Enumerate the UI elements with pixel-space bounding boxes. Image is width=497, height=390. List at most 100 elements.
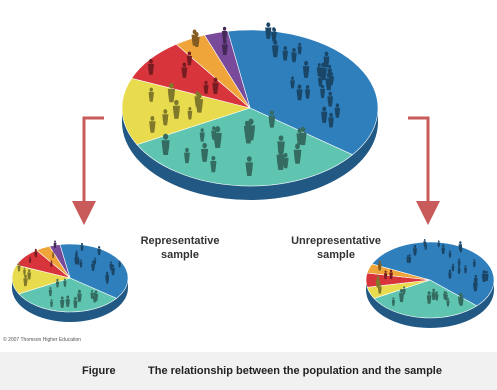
person-figure [402, 286, 406, 295]
representative-sample-pie [11, 240, 129, 322]
pie-slice-teal [373, 279, 478, 319]
person-figure [79, 259, 83, 268]
person-figure [27, 269, 32, 280]
person-figure [448, 269, 452, 279]
person-figure [109, 261, 113, 270]
person-figure [316, 63, 322, 77]
person-figure [149, 115, 156, 133]
person-figure [265, 22, 272, 39]
person-figure [74, 254, 78, 265]
person-figure [464, 265, 467, 274]
person-figure [296, 84, 303, 101]
figure-caption: Figure The relationship between the popu… [0, 352, 497, 390]
person-figure [167, 82, 176, 103]
person-figure [162, 109, 169, 126]
person-figure [458, 293, 464, 306]
person-figure [91, 260, 95, 271]
person-figure [431, 288, 436, 301]
person-figure [290, 76, 295, 89]
person-figure [50, 299, 54, 308]
person-figure [244, 121, 251, 138]
person-figure [272, 28, 277, 40]
person-figure [441, 244, 446, 254]
person-figure [320, 84, 326, 98]
person-figure [327, 91, 334, 107]
person-figure [203, 80, 209, 94]
person-figure [426, 291, 432, 304]
person-figure [73, 297, 78, 309]
person-figure [268, 110, 276, 128]
unrepresentative-sample-label: Unrepresentative sample [291, 235, 381, 261]
person-figure [118, 260, 121, 268]
person-figure [383, 270, 388, 280]
person-figure [446, 297, 450, 307]
person-figure [437, 240, 441, 248]
person-figure [97, 246, 101, 256]
person-figure [293, 143, 302, 164]
person-figure [23, 267, 26, 275]
pie-slice-purple [204, 30, 251, 109]
person-figure [51, 251, 55, 258]
person-figure [320, 62, 327, 80]
person-figure [221, 39, 228, 55]
person-figure [199, 128, 205, 142]
person-figure [186, 51, 193, 66]
person-figure [448, 250, 452, 258]
person-figure [105, 274, 110, 284]
person-figure [302, 60, 310, 78]
person-figure [212, 77, 219, 95]
person-figure [17, 263, 21, 272]
person-figure [457, 258, 461, 266]
person-figure [375, 276, 381, 288]
person-figure [474, 274, 478, 285]
person-figure [389, 269, 393, 279]
person-figure [325, 72, 333, 91]
pie-side [366, 280, 494, 328]
person-figure [282, 46, 288, 61]
person-figure [80, 242, 84, 252]
pie-slice-orange [366, 263, 431, 281]
person-figure [443, 290, 447, 300]
person-figure [77, 289, 82, 302]
person-figure [377, 260, 382, 271]
person-figure [34, 248, 38, 258]
person-figure [211, 126, 217, 140]
person-figure [412, 244, 417, 256]
person-figure [222, 26, 228, 41]
population-sample-diagram [11, 22, 495, 328]
pie-side [122, 108, 378, 200]
caption-text: The relationship between the population … [148, 365, 442, 377]
person-figure [48, 286, 53, 297]
representative-sample-label: Representative sample [140, 235, 220, 261]
person-figure [299, 126, 307, 146]
person-figure [63, 278, 67, 287]
person-figure [459, 245, 463, 253]
person-figure [245, 156, 254, 177]
arrow-right [408, 116, 440, 225]
population-pie [121, 22, 379, 200]
person-figure [321, 106, 328, 123]
person-figure [277, 135, 285, 156]
person-figure [92, 292, 97, 303]
person-figure [328, 112, 334, 128]
person-figure [305, 85, 311, 99]
pie-slice-blue [371, 241, 495, 307]
person-figure [181, 62, 188, 78]
person-figure [272, 39, 279, 58]
person-figure [391, 297, 395, 306]
person-figure [481, 270, 487, 282]
unrepresentative-sample-pie [365, 238, 495, 328]
person-figure [65, 295, 70, 307]
person-figure [53, 240, 57, 249]
person-figure [60, 296, 65, 308]
arrow-left [72, 116, 104, 225]
person-figure [423, 238, 427, 247]
person-figure [161, 133, 170, 156]
copyright-notice: © 2007 Thomson Higher Education [3, 337, 82, 343]
person-figure [90, 290, 94, 299]
person-figure [472, 259, 476, 268]
person-figure [50, 260, 53, 267]
person-figure [399, 289, 404, 303]
pie-side [12, 278, 128, 322]
person-figure [147, 58, 154, 75]
